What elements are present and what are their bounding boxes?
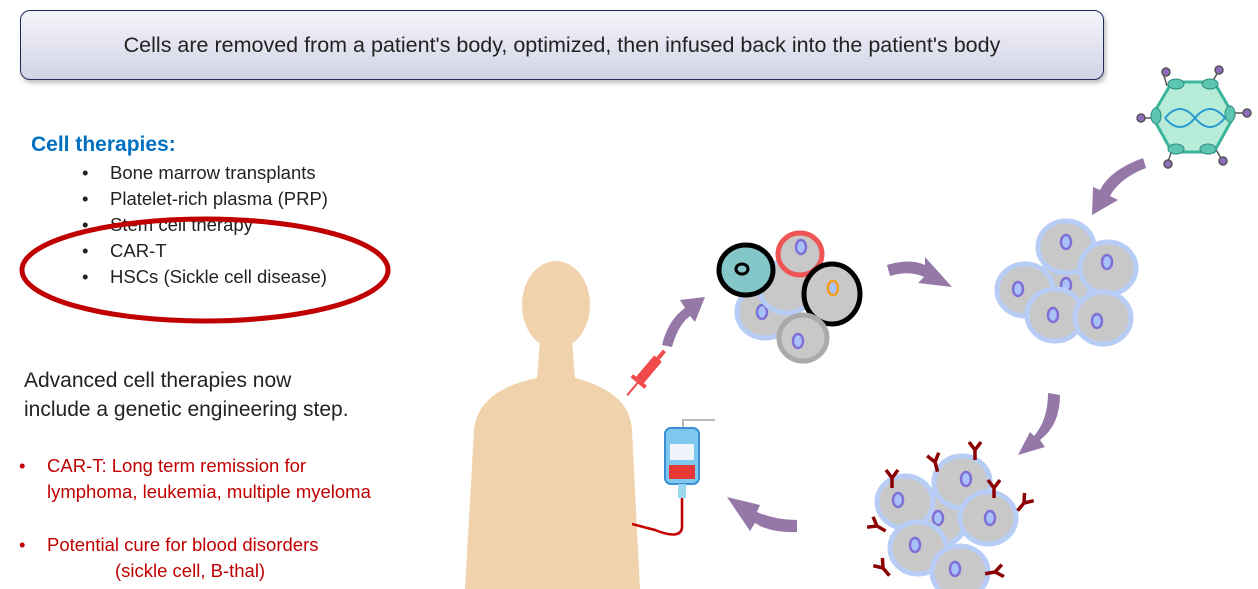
- advanced-line-1: Advanced cell therapies now: [24, 369, 292, 392]
- bullet: •: [19, 455, 26, 476]
- advanced-line-2: include a genetic engineering step.: [24, 398, 349, 421]
- list-item: HSCs (Sickle cell disease): [82, 264, 328, 290]
- mixed-cell-group: [716, 230, 863, 364]
- cell-therapies-heading: Cell therapies:: [31, 133, 176, 156]
- benefit-blood-disorders: • Potential cure for blood disorders (si…: [19, 532, 319, 584]
- engineered-cell-group: [865, 440, 1036, 589]
- arrow-icon: [662, 297, 705, 347]
- list-item: CAR-T: [82, 238, 328, 264]
- benefit-line: CAR-T: Long term remission for: [47, 455, 307, 476]
- iv-bag-icon: [631, 419, 715, 536]
- list-item: Bone marrow transplants: [82, 160, 328, 186]
- arrow-icon: [887, 257, 952, 287]
- advanced-therapies-text: Advanced cell therapies now include a ge…: [24, 366, 349, 424]
- benefit-line: Potential cure for blood disorders: [47, 534, 319, 555]
- arrow-icon: [727, 497, 797, 533]
- title-text: Cells are removed from a patient's body,…: [123, 32, 1001, 57]
- title-banner: Cells are removed from a patient's body,…: [20, 10, 1104, 80]
- benefit-line: lymphoma, leukemia, multiple myeloma: [47, 481, 371, 502]
- highlight-ellipse: [19, 216, 391, 324]
- bullet: •: [19, 534, 26, 555]
- arrow-icon: [1018, 393, 1060, 455]
- expanded-cell-group: [997, 221, 1136, 344]
- benefit-line: (sickle cell, B-thal): [115, 560, 266, 581]
- list-item: Platelet-rich plasma (PRP): [82, 186, 328, 212]
- viral-vector-icon: [1136, 65, 1252, 169]
- arrow-icon: [1092, 158, 1146, 215]
- syringe-icon: [626, 349, 666, 396]
- cycle-arrows: [662, 158, 1146, 533]
- patient-silhouette: [465, 261, 640, 589]
- benefit-car-t: • CAR-T: Long term remission for lymphom…: [19, 453, 371, 505]
